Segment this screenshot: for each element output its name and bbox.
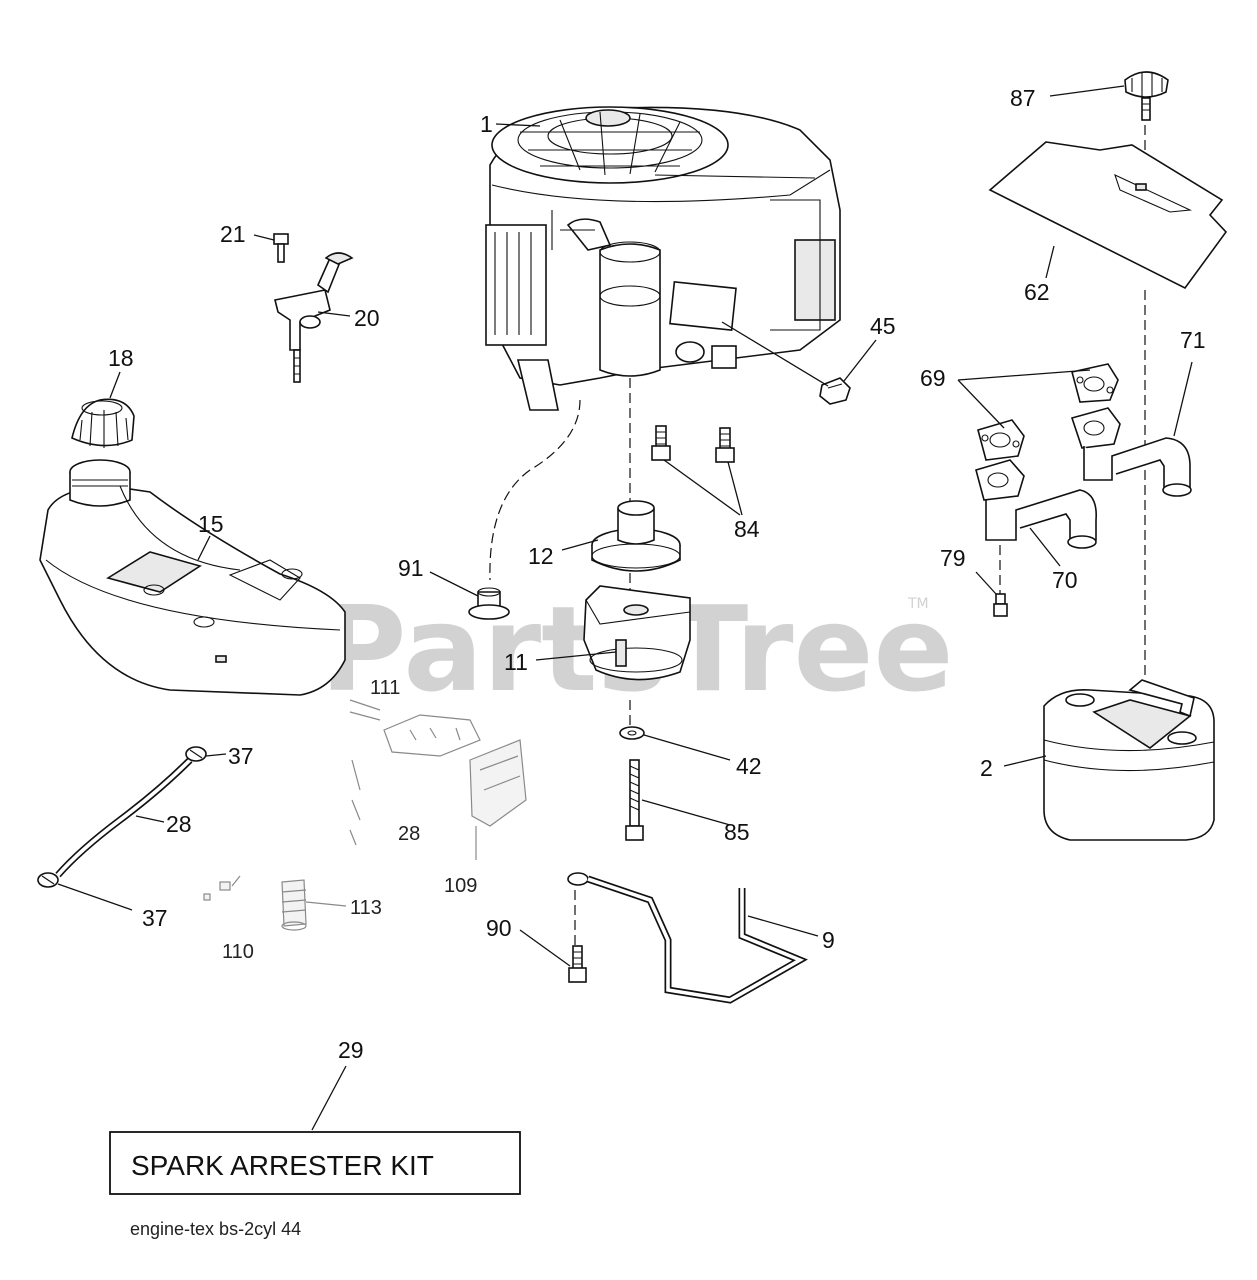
gasket-part-69[interactable] <box>977 363 1119 461</box>
callout-20: 20 <box>354 305 380 331</box>
leader-28a <box>135 815 165 823</box>
heat-shield-plate-part-62[interactable] <box>988 141 1228 290</box>
callout-90: 90 <box>486 915 512 941</box>
dashed-line-91 <box>489 399 581 581</box>
callout-12: 12 <box>528 543 554 569</box>
leader-2 <box>1003 755 1047 767</box>
nut-part-45[interactable] <box>819 377 851 405</box>
washer-part-42[interactable] <box>619 726 645 740</box>
leader-62 <box>1045 245 1055 279</box>
callout-110: 110 <box>222 941 254 963</box>
hose-clamp-part-37-top[interactable] <box>185 746 207 762</box>
callout-109: 109 <box>444 875 477 897</box>
leader-18 <box>109 371 121 399</box>
callout-62: 62 <box>1024 279 1050 305</box>
bolt-part-84[interactable] <box>651 425 735 463</box>
callout-37a: 37 <box>228 743 254 769</box>
faint-hose-part-111[interactable] <box>349 699 381 721</box>
leader-15 <box>197 535 211 561</box>
leader-21 <box>253 234 275 241</box>
leader-113 <box>305 901 347 907</box>
leader-71 <box>1173 361 1193 437</box>
callout-79: 79 <box>940 545 966 571</box>
exhaust-pipe-part-71[interactable] <box>1070 407 1192 497</box>
callout-1: 1 <box>480 111 493 137</box>
callout-42: 42 <box>736 753 762 779</box>
callout-113: 113 <box>350 897 382 919</box>
throttle-control-part-20[interactable] <box>274 252 354 383</box>
fuel-tank-part-15[interactable] <box>39 459 346 696</box>
leader-11 <box>535 651 617 661</box>
callout-15: 15 <box>198 511 224 537</box>
leader-42 <box>643 734 731 761</box>
leader-69 <box>957 369 1091 429</box>
fuel-filter-bracket-part-109[interactable] <box>383 714 527 827</box>
leader-90 <box>519 929 571 967</box>
leader-91 <box>429 571 479 597</box>
callout-29: 29 <box>338 1037 364 1063</box>
callout-84: 84 <box>734 516 760 542</box>
diagram-code: engine-tex bs-2cyl 44 <box>130 1219 301 1239</box>
watermark-trademark: TM <box>907 596 929 612</box>
callout-45: 45 <box>870 313 896 339</box>
leader-37b <box>57 883 133 911</box>
leader-84 <box>663 459 743 516</box>
leader-37a <box>205 753 227 757</box>
callout-111: 111 <box>370 677 400 699</box>
bolt-part-21[interactable] <box>273 233 289 263</box>
callout-11: 11 <box>504 649 528 675</box>
bushing-part-91[interactable] <box>468 587 510 620</box>
callout-21: 21 <box>220 221 246 247</box>
leader-79 <box>975 571 997 595</box>
bolt-part-85[interactable] <box>625 759 644 841</box>
leader-29 <box>311 1065 347 1131</box>
callout-71: 71 <box>1180 327 1206 353</box>
knob-part-87[interactable] <box>1124 71 1169 121</box>
callout-37b: 37 <box>142 905 168 931</box>
exhaust-pipe-part-70[interactable] <box>975 459 1097 549</box>
leader-12 <box>561 539 599 551</box>
fuel-cap-part-18[interactable] <box>71 398 135 448</box>
callout-28b: 28 <box>398 823 420 845</box>
leader-45 <box>843 339 877 382</box>
spark-arrester-kit-box[interactable] <box>109 1131 521 1195</box>
leader-70 <box>1029 527 1061 567</box>
callout-85: 85 <box>724 819 750 845</box>
pulley-part-12[interactable] <box>591 500 681 572</box>
fitting-part-110[interactable] <box>203 875 241 901</box>
engine-part[interactable] <box>485 106 841 411</box>
callout-28a: 28 <box>166 811 192 837</box>
fuel-hose-part-28[interactable] <box>55 757 193 878</box>
callout-69: 69 <box>920 365 946 391</box>
callout-87: 87 <box>1010 85 1036 111</box>
rod-part-9[interactable] <box>567 872 808 1004</box>
leader-20 <box>317 311 351 317</box>
muffler-part-2[interactable] <box>1043 679 1215 841</box>
bolt-part-79[interactable] <box>993 593 1008 617</box>
faint-hose-part-28-inner[interactable] <box>349 759 361 846</box>
leader-45-engine <box>721 321 829 387</box>
clutch-part-11[interactable] <box>583 585 691 681</box>
leader-85 <box>641 799 731 826</box>
callout-2: 2 <box>980 755 993 781</box>
hose-clamp-part-37-bottom[interactable] <box>37 872 59 888</box>
bolt-part-90[interactable] <box>568 945 587 983</box>
callout-18: 18 <box>108 345 134 371</box>
leader-9 <box>747 915 819 937</box>
fuel-filter-part-113[interactable] <box>281 879 307 931</box>
callout-9: 9 <box>822 927 835 953</box>
callout-70: 70 <box>1052 567 1078 593</box>
leader-87 <box>1049 85 1125 97</box>
spark-arrester-kit-label: SPARK ARRESTER KIT <box>131 1150 434 1181</box>
leader-1 <box>495 123 541 127</box>
callout-91: 91 <box>398 555 424 581</box>
